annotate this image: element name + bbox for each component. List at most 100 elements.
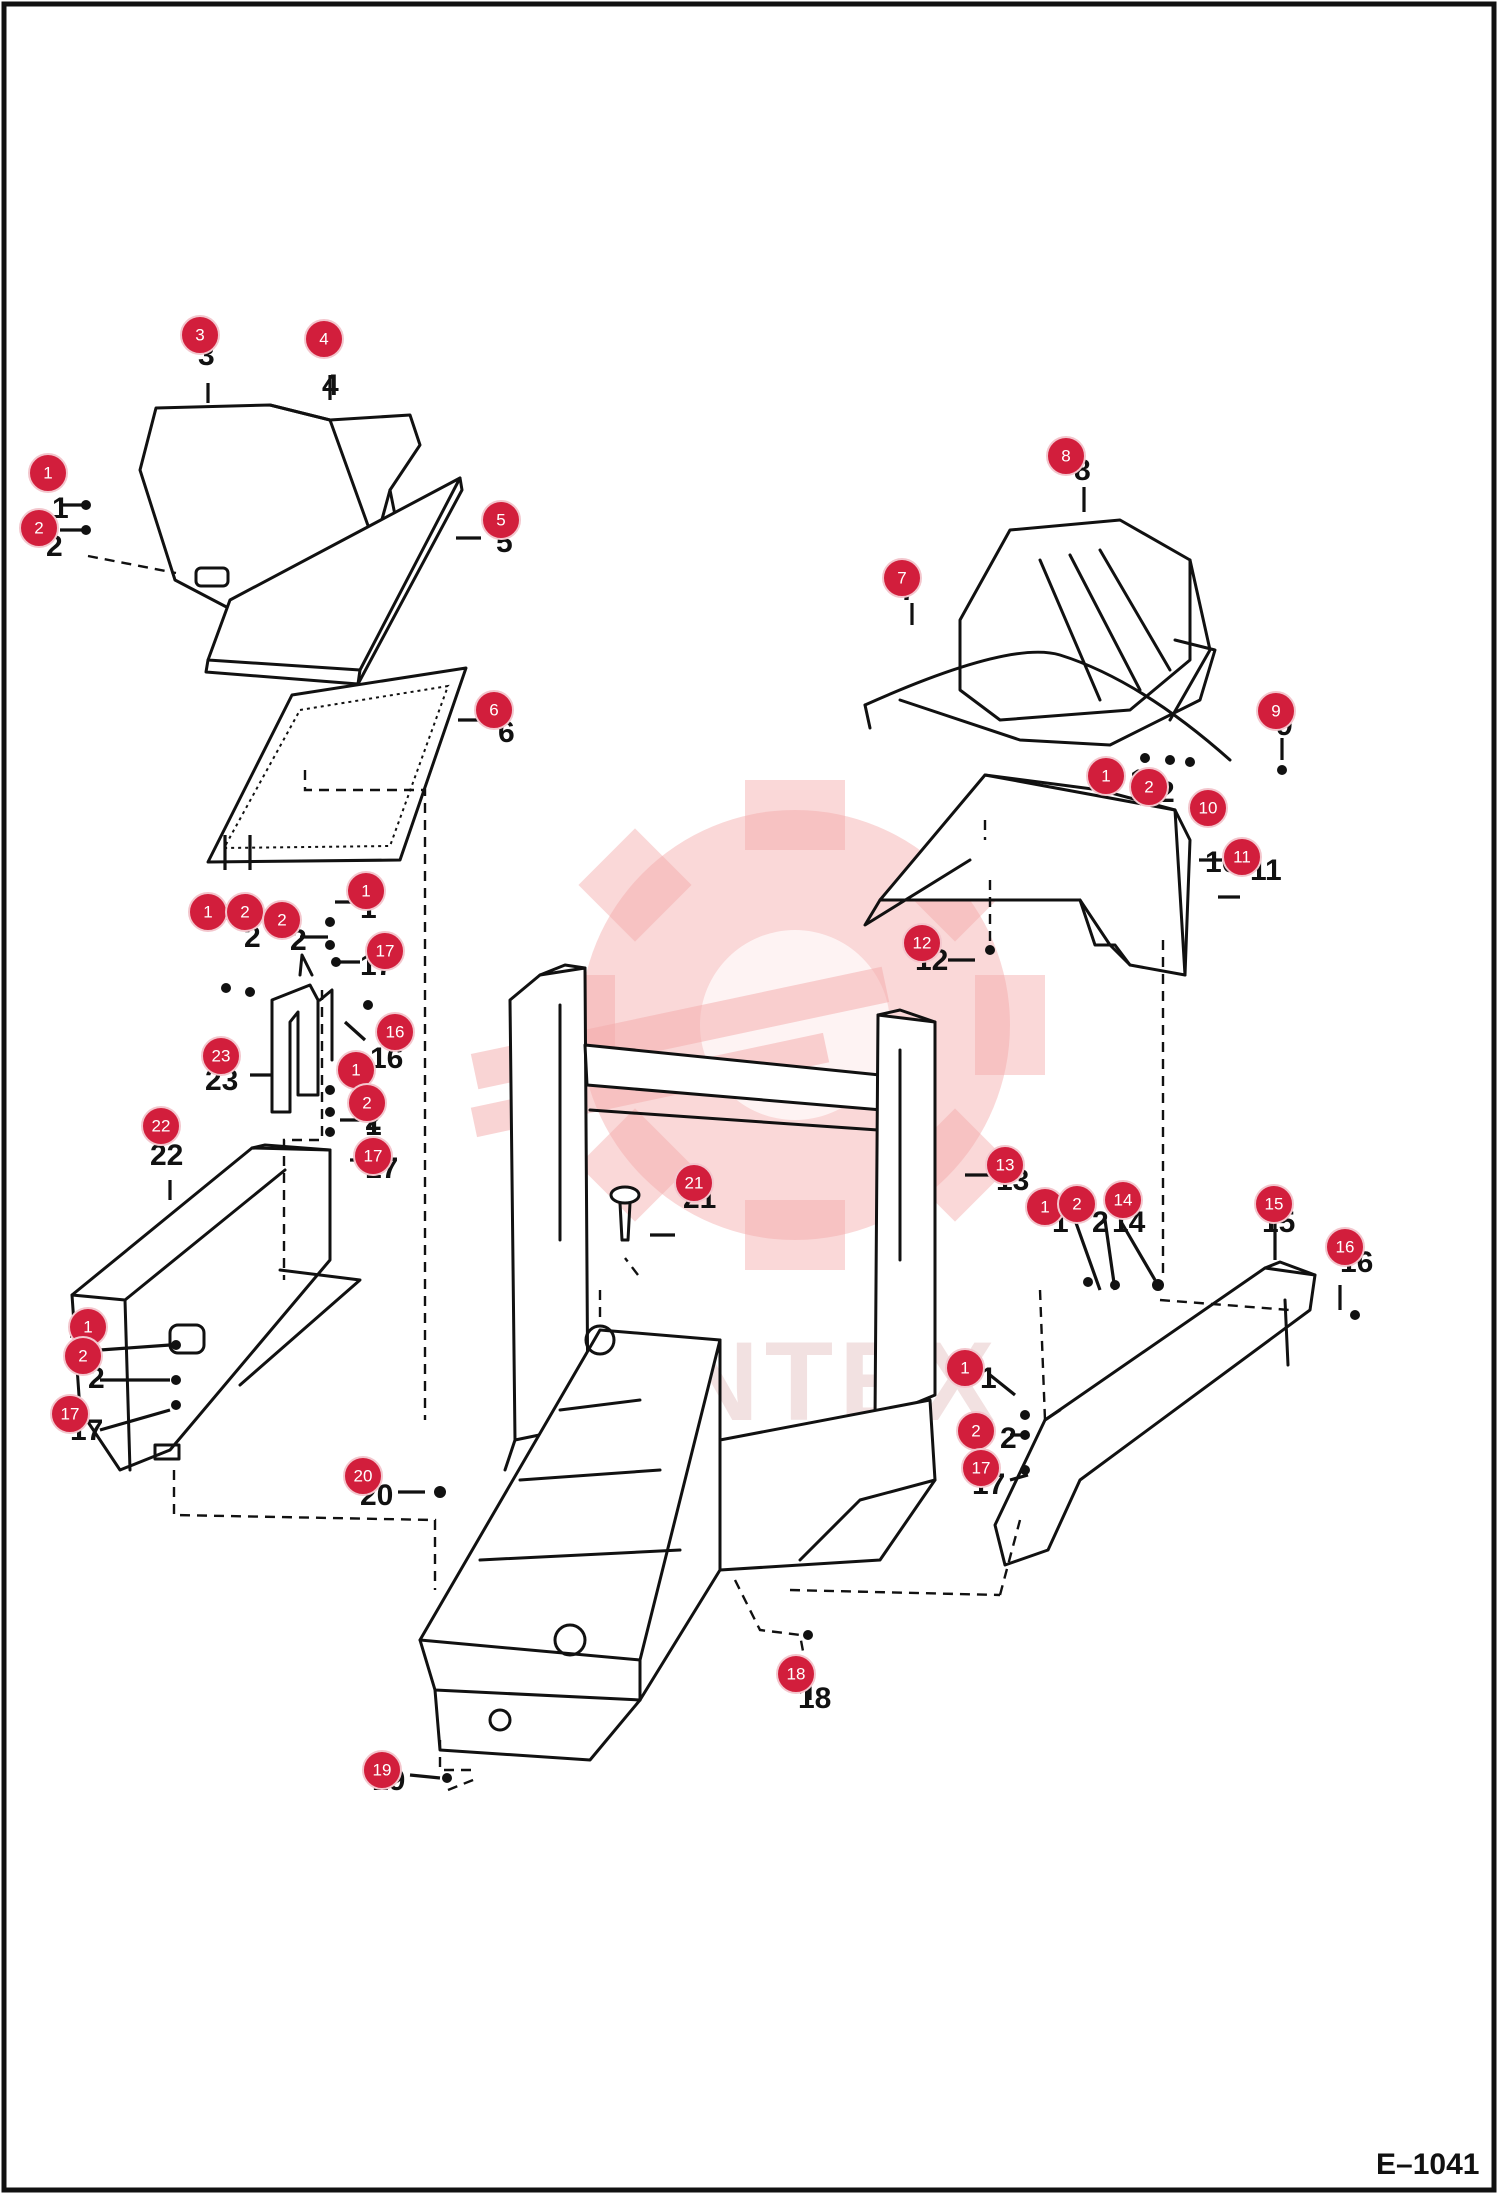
svg-text:1: 1 bbox=[1040, 1198, 1049, 1217]
svg-text:1: 1 bbox=[43, 464, 52, 483]
callout-badge: 16 bbox=[1325, 1227, 1365, 1267]
callout-number: 2 bbox=[1000, 1422, 1017, 1455]
svg-text:19: 19 bbox=[373, 1761, 392, 1780]
callout-badge: 15 bbox=[1254, 1184, 1294, 1224]
callout-badge: 8 bbox=[1046, 436, 1086, 476]
callout-badge: 2 bbox=[1129, 767, 1169, 807]
svg-text:1: 1 bbox=[361, 882, 370, 901]
base-frame-part bbox=[418, 1324, 937, 1762]
callout-badge: 1 bbox=[188, 892, 228, 932]
svg-text:9: 9 bbox=[1271, 702, 1280, 721]
plate-part bbox=[204, 476, 464, 686]
svg-text:1: 1 bbox=[351, 1061, 360, 1080]
svg-text:15: 15 bbox=[1265, 1195, 1284, 1214]
svg-text:2: 2 bbox=[362, 1094, 371, 1113]
callout-badge: 2 bbox=[225, 892, 265, 932]
callout-badge: 1 bbox=[945, 1348, 985, 1388]
callout-badge: 1 bbox=[1086, 756, 1126, 796]
svg-text:22: 22 bbox=[152, 1117, 171, 1136]
callout-badge: 2 bbox=[63, 1336, 103, 1376]
callout-badge: 16 bbox=[375, 1012, 415, 1052]
callout-number: 4 bbox=[322, 369, 339, 402]
callout-badge: 23 bbox=[201, 1036, 241, 1076]
svg-text:7: 7 bbox=[897, 569, 906, 588]
hardware-dots bbox=[81, 500, 1360, 1783]
svg-text:5: 5 bbox=[496, 511, 505, 530]
svg-text:20: 20 bbox=[354, 1467, 373, 1486]
svg-text:14: 14 bbox=[1114, 1191, 1133, 1210]
svg-text:2: 2 bbox=[971, 1422, 980, 1441]
callout-badge: 1 bbox=[28, 453, 68, 493]
svg-text:1: 1 bbox=[1101, 767, 1110, 786]
assembly-lines bbox=[87, 554, 1291, 1792]
bracket-part bbox=[270, 953, 334, 1114]
svg-text:11: 11 bbox=[1233, 848, 1251, 867]
callout-badge: 9 bbox=[1256, 691, 1296, 731]
callout-badge: 17 bbox=[961, 1448, 1001, 1488]
svg-text:1: 1 bbox=[83, 1318, 92, 1337]
callout-badge: 19 bbox=[362, 1750, 402, 1790]
svg-text:17: 17 bbox=[972, 1459, 991, 1478]
svg-text:8: 8 bbox=[1061, 447, 1070, 466]
gasket-part bbox=[206, 666, 468, 864]
callout-badge: 2 bbox=[347, 1083, 387, 1123]
callout-badge: 14 bbox=[1103, 1180, 1143, 1220]
svg-text:2: 2 bbox=[1072, 1195, 1081, 1214]
main-frame-part bbox=[503, 963, 937, 1472]
svg-text:1: 1 bbox=[960, 1359, 969, 1378]
callout-badge: 6 bbox=[474, 690, 514, 730]
leader-lines bbox=[60, 375, 1342, 1780]
svg-text:1: 1 bbox=[203, 903, 212, 922]
svg-text:17: 17 bbox=[376, 942, 395, 961]
svg-text:2: 2 bbox=[1144, 778, 1153, 797]
callout-badge: 17 bbox=[365, 931, 405, 971]
svg-text:17: 17 bbox=[364, 1147, 383, 1166]
callout-badge: 10 bbox=[1188, 788, 1228, 828]
callout-number: 2 bbox=[1092, 1206, 1109, 1239]
svg-text:6: 6 bbox=[489, 701, 498, 720]
callout-badge: 2 bbox=[262, 900, 302, 940]
callout-badge: 13 bbox=[985, 1145, 1025, 1185]
callout-badges: 3 4 1 2 5 6 8 7 9 1 2 10 11 1 2 2 1 17 1… bbox=[19, 315, 1365, 1790]
pin-part bbox=[609, 1185, 641, 1242]
callout-badge: 1 bbox=[68, 1307, 108, 1347]
svg-text:3: 3 bbox=[195, 326, 204, 345]
svg-text:10: 10 bbox=[1199, 799, 1218, 818]
svg-text:12: 12 bbox=[913, 934, 932, 953]
callout-badge: 21 bbox=[674, 1163, 714, 1203]
callout-badge: 5 bbox=[481, 500, 521, 540]
callout-badge: 2 bbox=[19, 508, 59, 548]
left-housing-part bbox=[70, 1143, 362, 1472]
svg-text:2: 2 bbox=[240, 903, 249, 922]
callout-badge: 2 bbox=[1057, 1184, 1097, 1224]
svg-text:16: 16 bbox=[1336, 1238, 1355, 1257]
callout-badge: 2 bbox=[956, 1411, 996, 1451]
callout-badge: 22 bbox=[141, 1106, 181, 1146]
figure-code: E–1041 bbox=[1376, 2148, 1479, 2181]
svg-text:23: 23 bbox=[212, 1047, 231, 1066]
callout-badge: 17 bbox=[353, 1136, 393, 1176]
svg-text:2: 2 bbox=[78, 1347, 87, 1366]
svg-text:2: 2 bbox=[277, 911, 286, 930]
callout-badge: 20 bbox=[343, 1456, 383, 1496]
callout-number: 1 bbox=[52, 492, 69, 525]
callout-badge: 7 bbox=[882, 558, 922, 598]
callout-badge: 3 bbox=[180, 315, 220, 355]
callout-badge: 11 bbox=[1222, 837, 1262, 877]
svg-text:18: 18 bbox=[787, 1665, 806, 1684]
callout-badge: 4 bbox=[304, 319, 344, 359]
svg-text:21: 21 bbox=[685, 1174, 704, 1193]
callout-badge: 1 bbox=[346, 871, 386, 911]
callout-badge: 12 bbox=[902, 923, 942, 963]
svg-text:2: 2 bbox=[34, 519, 43, 538]
callout-badge: 17 bbox=[50, 1394, 90, 1434]
svg-text:16: 16 bbox=[386, 1023, 405, 1042]
svg-text:17: 17 bbox=[61, 1405, 80, 1424]
svg-text:4: 4 bbox=[319, 330, 328, 349]
callout-badge: 18 bbox=[776, 1654, 816, 1694]
operator-seat-part bbox=[863, 518, 1232, 977]
svg-text:13: 13 bbox=[996, 1156, 1015, 1175]
